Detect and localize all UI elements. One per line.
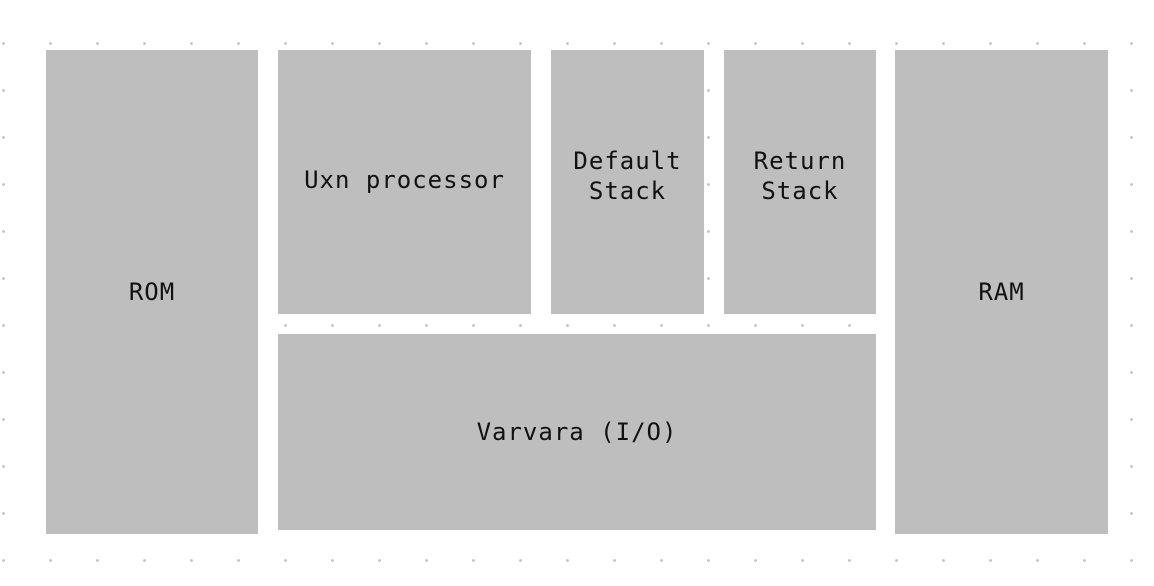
varvara-io-label: Varvara (I/O) [476,418,678,446]
uxn-processor-label: Uxn processor [304,166,505,194]
return-stack-block: Return Stack [724,50,876,314]
default-stack-label: Default Stack [573,147,682,205]
uxn-processor-block: Uxn processor [278,50,531,314]
default-stack-block: Default Stack [551,50,704,314]
rom-block: ROM [46,50,258,534]
ram-label: RAM [978,278,1025,306]
ram-block: RAM [895,50,1108,534]
rom-label: ROM [128,278,176,306]
return-stack-label: Return Stack [753,147,847,205]
varvara-io-block: Varvara (I/O) [278,334,876,530]
